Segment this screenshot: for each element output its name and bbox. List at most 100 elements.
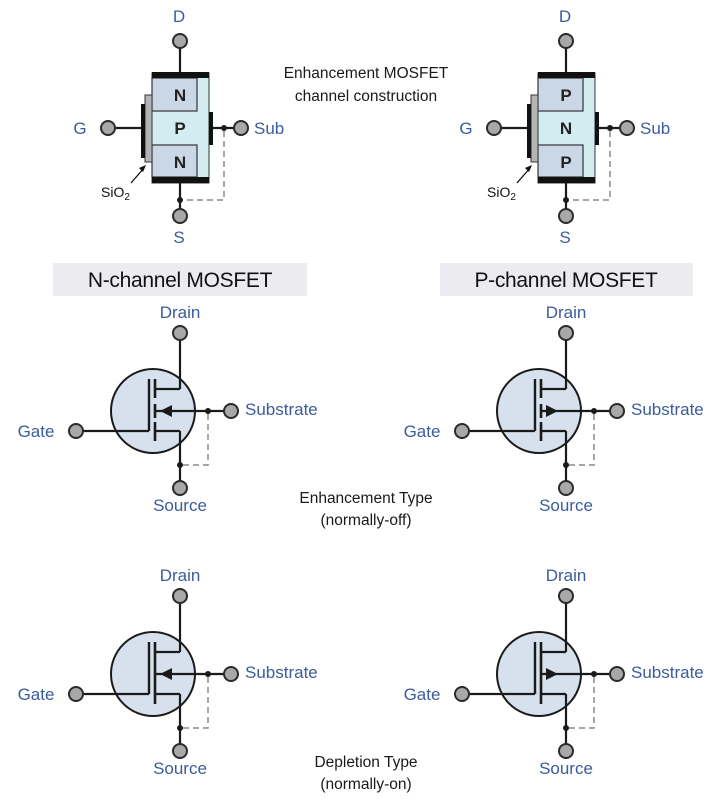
source-label: Source: [153, 496, 207, 515]
gate-terminal: [454, 423, 470, 439]
n-channel-banner: [53, 263, 307, 296]
source-label: Source: [539, 759, 593, 778]
n-channel-construction: D N P N G Sub S SiO2: [73, 7, 284, 247]
drain-terminal: [558, 325, 574, 341]
substrate-terminal: [609, 403, 625, 419]
substrate-label: Substrate: [631, 663, 704, 682]
source-junction: [563, 462, 569, 468]
region-label-top: P: [560, 86, 571, 105]
drain-label: Drain: [160, 566, 201, 585]
substrate-source-link: [569, 414, 595, 466]
substrate-label: Substrate: [245, 663, 318, 682]
substrate-junction: [205, 671, 211, 677]
p-channel-banner: [440, 263, 693, 296]
source-terminal: [558, 208, 574, 224]
gate-label: Gate: [18, 422, 55, 441]
drain-contact: [152, 72, 209, 78]
source-terminal: [172, 743, 188, 759]
source-label: S: [559, 228, 570, 247]
substrate-label: Sub: [254, 119, 284, 138]
p-channel-construction: D P N P G Sub S SiO2: [459, 7, 670, 247]
drain-terminal: [172, 588, 188, 604]
substrate-junction: [591, 408, 597, 414]
gate-label: G: [459, 119, 472, 138]
arrow-in-icon: [160, 668, 172, 680]
oxide-label: SiO2: [101, 184, 130, 203]
substrate-terminal: [223, 403, 239, 419]
arrow-out-icon: [546, 405, 558, 417]
drain-terminal: [558, 33, 574, 49]
source-junction: [177, 462, 183, 468]
source-junction: [177, 197, 183, 203]
substrate-terminal: [233, 120, 249, 136]
gate-terminal: [100, 120, 116, 136]
region-n-top: [151, 77, 198, 112]
gate-label: Gate: [18, 685, 55, 704]
drain-terminal: [172, 33, 188, 49]
depletion-caption-line1: Depletion Type: [314, 754, 417, 771]
oxide-pointer-head: [525, 165, 532, 172]
n-channel-title: N-channel MOSFET: [88, 269, 273, 292]
drain-label: D: [559, 7, 571, 26]
region-label-bottom: P: [560, 153, 571, 172]
substrate-junction: [205, 408, 211, 414]
arrow-in-icon: [160, 405, 172, 417]
oxide-label: SiO2: [487, 184, 516, 203]
region-label-bottom: N: [174, 153, 186, 172]
substrate-contact: [209, 112, 213, 145]
oxide-pointer-head: [139, 165, 146, 172]
source-junction: [563, 197, 569, 203]
oxide-layer: [144, 94, 153, 163]
region-label-top: N: [174, 86, 186, 105]
gate-terminal: [454, 686, 470, 702]
substrate-label: Substrate: [245, 400, 318, 419]
drain-label: D: [173, 7, 185, 26]
substrate-source-link: [183, 414, 209, 466]
region-p-bottom: [537, 144, 584, 178]
gate-terminal: [68, 686, 84, 702]
enhancement-caption-line1: Enhancement Type: [299, 490, 432, 507]
substrate-source-link: [183, 131, 225, 201]
gate-label: Gate: [404, 685, 441, 704]
source-label: S: [173, 228, 184, 247]
source-junction: [177, 725, 183, 731]
substrate-terminal: [609, 666, 625, 682]
construction-caption-line2: channel construction: [295, 88, 437, 105]
drain-label: Drain: [160, 303, 201, 322]
depletion-caption-line2: (normally-on): [320, 776, 411, 793]
source-terminal: [172, 208, 188, 224]
region-label-body: P: [174, 119, 185, 138]
source-label: Source: [539, 496, 593, 515]
substrate-source-link: [183, 677, 209, 729]
gate-label: G: [73, 119, 86, 138]
substrate-source-link: [569, 131, 611, 201]
source-junction: [563, 725, 569, 731]
gate-metal: [141, 104, 145, 158]
substrate-label: Substrate: [631, 400, 704, 419]
construction-caption-line1: Enhancement MOSFET: [284, 65, 449, 82]
source-label: Source: [153, 759, 207, 778]
gate-terminal: [486, 120, 502, 136]
substrate-contact: [595, 112, 599, 145]
enhancement-caption-line2: (normally-off): [320, 512, 411, 529]
substrate-junction: [591, 671, 597, 677]
drain-contact: [538, 72, 595, 78]
gate-metal: [527, 104, 531, 158]
substrate-terminal: [223, 666, 239, 682]
oxide-layer: [530, 94, 539, 163]
source-terminal: [558, 743, 574, 759]
region-label-body: N: [560, 119, 572, 138]
substrate-junction: [221, 125, 227, 131]
drain-label: Drain: [546, 566, 587, 585]
drain-label: Drain: [546, 303, 587, 322]
substrate-terminal: [619, 120, 635, 136]
drain-terminal: [172, 325, 188, 341]
drain-terminal: [558, 588, 574, 604]
substrate-label: Sub: [640, 119, 670, 138]
source-contact: [538, 177, 595, 183]
